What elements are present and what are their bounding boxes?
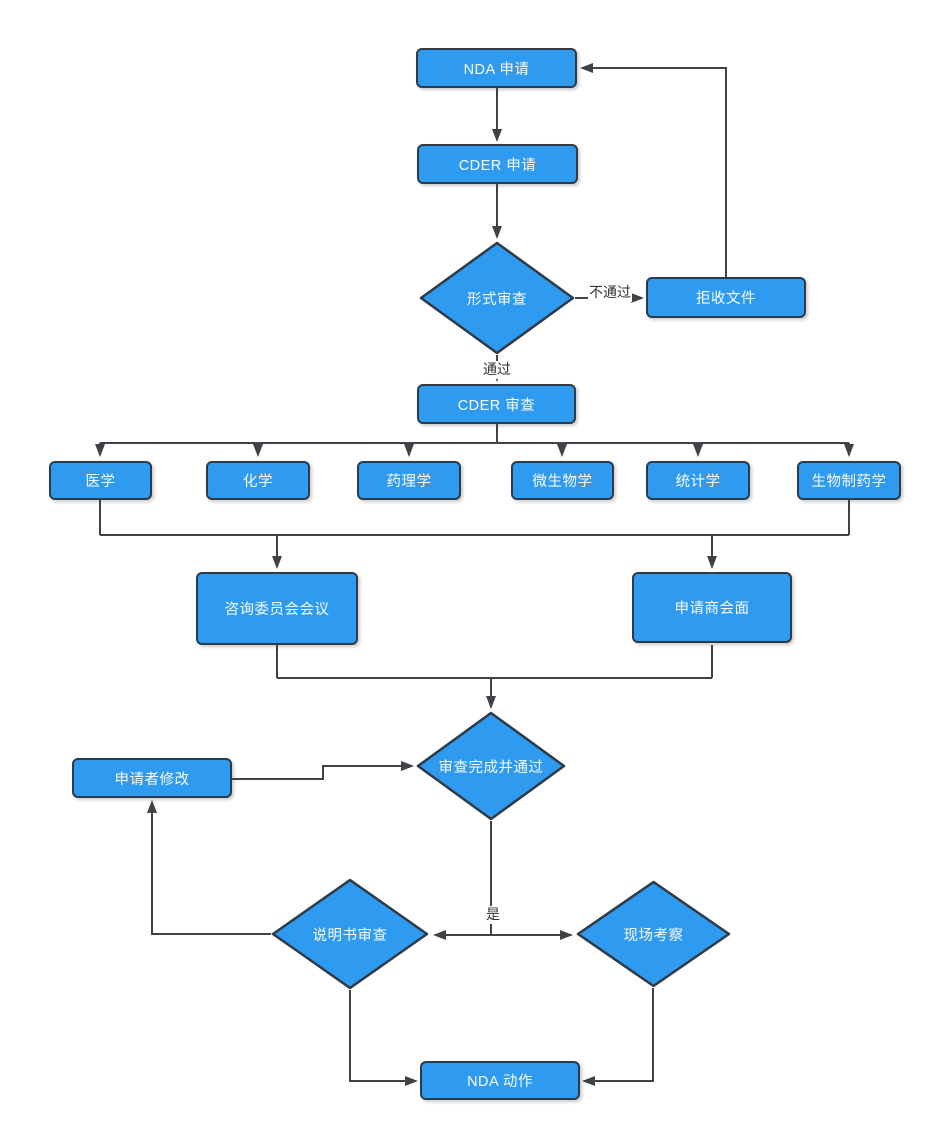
node-cder-application-label: CDER 申请 xyxy=(458,157,537,174)
node-site-inspection[interactable]: 现场考察 xyxy=(576,880,731,988)
node-advisory-committee-label: 咨询委员会会议 xyxy=(224,602,330,618)
node-statistics-label: 统计学 xyxy=(675,474,721,490)
node-biopharmaceutics[interactable]: 生物制药学 xyxy=(797,461,901,500)
node-nda-action-label: NDA 动作 xyxy=(467,1074,533,1090)
edge-label-pass: 通过 xyxy=(482,361,512,379)
node-pharmacology[interactable]: 药理学 xyxy=(357,461,461,500)
node-cder-review-label: CDER 审查 xyxy=(457,397,536,414)
node-cder-review[interactable]: CDER 审查 xyxy=(417,384,576,424)
node-medicine-label: 医学 xyxy=(85,474,116,490)
node-microbiology[interactable]: 微生物学 xyxy=(511,461,614,500)
node-nda-application[interactable]: NDA 申请 xyxy=(416,48,577,88)
node-medicine[interactable]: 医学 xyxy=(49,461,152,500)
node-reject-documents[interactable]: 拒收文件 xyxy=(646,277,806,318)
diamond-shape xyxy=(271,878,429,990)
node-review-complete-label: 审查完成并通过 xyxy=(438,759,544,776)
node-review-complete[interactable]: 审查完成并通过 xyxy=(416,711,566,821)
edge-label-yes: 是 xyxy=(485,906,501,924)
node-nda-action[interactable]: NDA 动作 xyxy=(420,1061,580,1100)
diamond-shape xyxy=(576,880,731,988)
node-biopharmaceutics-label: 生物制药学 xyxy=(811,474,887,490)
node-chemistry[interactable]: 化学 xyxy=(206,461,310,500)
node-pharmacology-label: 药理学 xyxy=(386,474,432,490)
node-applicant-meeting-label: 申请商会面 xyxy=(674,601,750,617)
diamond-shape xyxy=(416,711,566,821)
node-formal-review-label: 形式审查 xyxy=(467,291,527,308)
node-nda-application-label: NDA 申请 xyxy=(463,61,530,78)
node-applicant-modification-label: 申请者修改 xyxy=(114,771,190,788)
node-label-review[interactable]: 说明书审查 xyxy=(271,878,429,990)
node-cder-application[interactable]: CDER 申请 xyxy=(417,144,578,184)
node-site-inspection-label: 现场考察 xyxy=(623,927,684,944)
node-label-review-label: 说明书审查 xyxy=(312,927,388,944)
node-chemistry-label: 化学 xyxy=(243,474,273,490)
node-applicant-modification[interactable]: 申请者修改 xyxy=(72,758,232,798)
node-reject-documents-label: 拒收文件 xyxy=(696,291,756,307)
diamond-shape xyxy=(419,241,575,355)
node-formal-review[interactable]: 形式审查 xyxy=(419,241,575,355)
edge-label-not-pass: 不通过 xyxy=(588,284,632,302)
node-advisory-committee[interactable]: 咨询委员会会议 xyxy=(196,572,358,645)
node-statistics[interactable]: 统计学 xyxy=(646,461,750,500)
node-microbiology-label: 微生物学 xyxy=(532,474,593,490)
node-applicant-meeting[interactable]: 申请商会面 xyxy=(632,572,792,643)
